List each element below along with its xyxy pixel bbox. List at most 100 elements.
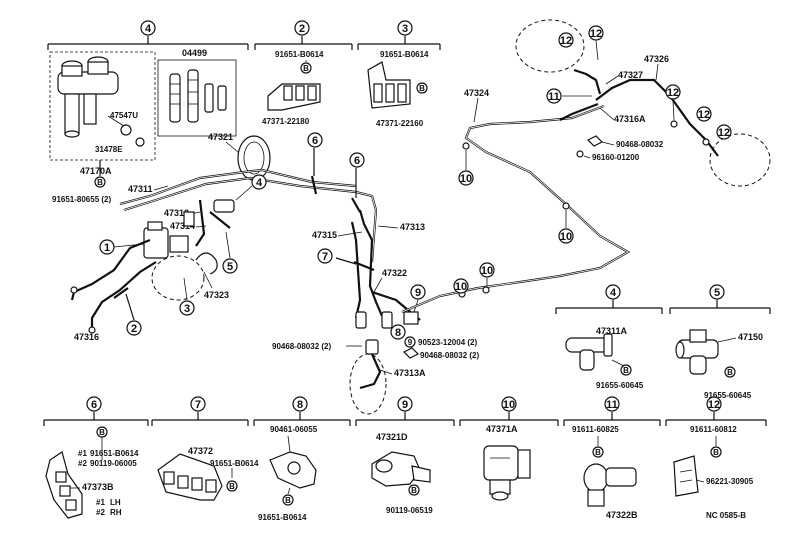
bolt-b-8: B (285, 496, 291, 505)
group-header-9-bottom: 9 (355, 396, 455, 426)
callout-4-top: 4 (145, 23, 152, 35)
svg-text:10: 10 (560, 231, 572, 243)
svg-text:10: 10 (455, 281, 467, 293)
callout-9-bottom: 9 (402, 399, 408, 411)
master-cylinder-icon (57, 56, 145, 147)
clamp-7-icon (157, 453, 223, 501)
label-47322B: 47322B (606, 510, 638, 520)
brake-pipes-left (70, 168, 421, 334)
callout-10a: 10 (458, 150, 474, 186)
svg-text:3: 3 (184, 303, 190, 315)
label-47311A: 47311A (596, 326, 628, 336)
clip-icon-lower (402, 347, 420, 359)
master-cylinder-box (49, 51, 156, 161)
label-47321: 47321 (208, 132, 233, 142)
callout-7: 7 (317, 248, 333, 264)
label-90119-06005: 90119-06005 (90, 459, 137, 468)
svg-text:9: 9 (415, 287, 421, 299)
callout-2-top: 2 (299, 23, 305, 35)
mark-2-rh: #2 (96, 508, 105, 517)
callout-6b: 6 (349, 152, 365, 168)
label-47311: 47311 (128, 184, 153, 194)
bolt-b-3: B (419, 84, 425, 93)
label-47322: 47322 (382, 268, 407, 278)
callout-4-mid: 4 (610, 287, 617, 299)
label-90468-08032-2: 90468-08032 (2) (272, 342, 331, 351)
callout-5-mid: 5 (714, 287, 720, 299)
label-47321D: 47321D (376, 432, 408, 442)
callout-12e: 12 (716, 124, 732, 140)
svg-text:11: 11 (548, 91, 560, 103)
label-47324: 47324 (464, 88, 489, 98)
label-47312: 47312 (164, 208, 189, 218)
svg-text:12: 12 (718, 127, 730, 139)
callout-5: 5 (222, 231, 238, 274)
callout-9-assembly: 9 (410, 284, 426, 313)
callout-12d: 12 (696, 106, 712, 122)
label-04499: 04499 (182, 48, 207, 58)
bolt-b-2: B (303, 64, 309, 73)
repair-kit-box (157, 59, 237, 137)
svg-text:12: 12 (667, 87, 679, 99)
clamp-bar-6a (310, 148, 318, 195)
tee-11-icon (583, 463, 637, 507)
label-47371-22160: 47371-22160 (376, 119, 424, 128)
svg-text:6: 6 (354, 155, 360, 167)
clamp-8-icon (269, 451, 317, 489)
callout-10d: 10 (479, 262, 495, 286)
label-47315: 47315 (312, 230, 337, 240)
junction-10-icon (483, 445, 531, 501)
label-47170A: 47170A (80, 166, 112, 176)
svg-text:2: 2 (131, 323, 137, 335)
label-47316: 47316 (74, 332, 99, 342)
label-47371A: 47371A (486, 424, 518, 434)
label-96160-01200: 96160-01200 (592, 153, 640, 162)
label-90468-08032: 90468-08032 (616, 140, 664, 149)
label-91655-60645: 91655-60645 (596, 381, 644, 390)
footer-code: NC 0585-B (706, 511, 746, 520)
callout-8-assembly: 8 (390, 324, 406, 340)
callout-9-fitting: 9 (404, 336, 416, 348)
brake-booster-icon (237, 135, 271, 181)
svg-text:1: 1 (104, 242, 110, 254)
label-47313A: 47313A (394, 368, 426, 378)
group-header-4-top: 4 (47, 20, 249, 50)
callout-12-bottom: 12 (708, 399, 720, 411)
group-header-3-top: 3 (357, 20, 441, 50)
bolt-b-12: B (713, 448, 719, 457)
label-91651-80614-8: 91651-B0614 (258, 513, 307, 522)
label-47327: 47327 (618, 70, 643, 80)
callout-3: 3 (179, 277, 195, 316)
callout-11-bottom: 11 (606, 399, 618, 411)
clamp-9-icon (371, 451, 431, 487)
label-91651-80614-2: 91651-B0614 (275, 50, 324, 59)
rear-brake-right-icon (709, 133, 771, 187)
bolt-b-6: B (99, 428, 105, 437)
rear-brake-left-icon (515, 19, 585, 73)
label-91651-80614-7: 91651-B0614 (210, 459, 259, 468)
callout-4: 4 (235, 174, 267, 201)
label-47373B: 47373B (82, 482, 114, 492)
clamp-bar-2 (113, 287, 135, 321)
label-47314: 47314 (170, 221, 195, 231)
clip-12-icon (673, 455, 699, 497)
label-47547U: 47547U (110, 111, 138, 120)
group-header-10-bottom: 10 (459, 396, 559, 426)
label-96221-30905: 96221-30905 (706, 477, 754, 486)
label-lh: LH (110, 498, 121, 507)
clamp-bar-6b (351, 168, 361, 213)
group-header-2-top: 2 (254, 20, 353, 50)
callout-6-bottom: 6 (91, 399, 97, 411)
label-91655-60645b: 91655-60645 (704, 391, 752, 400)
label-rh: RH (110, 508, 122, 517)
group-header-6-bottom: 6 (43, 396, 149, 426)
group-header-11-bottom: 11 (563, 396, 661, 426)
callout-7-bottom: 7 (195, 399, 201, 411)
callout-1: 1 (99, 239, 145, 255)
group-header-4-mid: 4 (555, 284, 663, 314)
svg-text:5: 5 (227, 261, 233, 273)
bolt-b-5-mid: B (727, 368, 733, 377)
label-47371-22180: 47371-22180 (262, 117, 310, 126)
group-header-7-bottom: 7 (151, 396, 249, 426)
